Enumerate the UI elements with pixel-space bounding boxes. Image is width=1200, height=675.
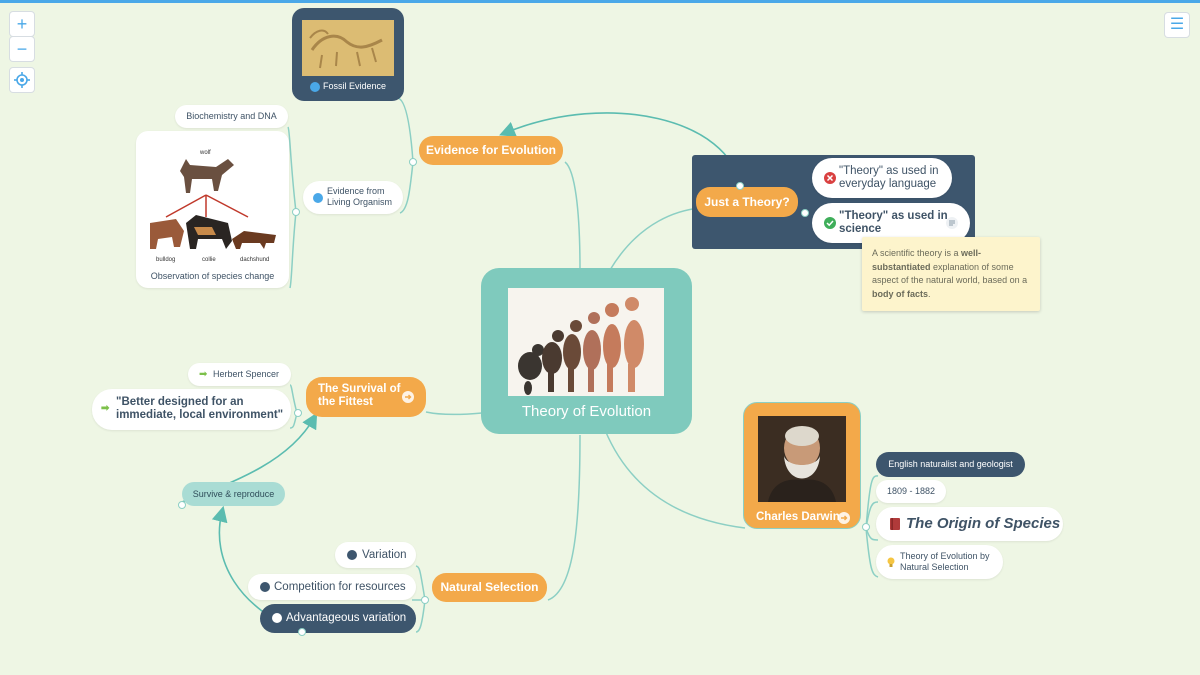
dog-label-collie: collie <box>202 257 216 263</box>
dog-label-dachshund: dachshund <box>240 257 269 263</box>
green-arrow-icon: ➡ <box>199 369 208 380</box>
green-arrow-icon: ➡ <box>101 403 110 414</box>
herbert-spencer-node[interactable]: ➡ Herbert Spencer <box>188 363 291 386</box>
arrow-right-circle-icon[interactable] <box>838 512 850 524</box>
fossil-evidence-label: Fossil Evidence <box>322 81 387 91</box>
spencer-label: Herbert Spencer <box>213 369 280 379</box>
fossil-evidence-node[interactable]: Fossil Evidence <box>292 8 404 101</box>
living-line2: Living Organism <box>327 197 393 207</box>
survive-reproduce-node[interactable]: Survive & reproduce <box>182 482 285 506</box>
observation-species-node[interactable]: wolf bulldog collie dachshund Observatio… <box>136 131 289 288</box>
theory-natural-selection-node[interactable]: Theory of Evolution by Natural Selection <box>876 545 1003 579</box>
quote-line2: immediate, local environment" <box>116 409 284 421</box>
living-line1: Evidence from <box>327 186 385 196</box>
dark-dot-icon <box>260 582 270 592</box>
evolution-march-image <box>508 288 664 396</box>
competition-label: Competition for resources <box>274 581 406 593</box>
zoom-out-button[interactable]: − <box>10 37 34 61</box>
survival-of-fittest-node[interactable]: The Survival of the Fittest <box>306 377 426 417</box>
note-text-2: explanation of some aspect of the natura… <box>872 261 1028 286</box>
quote-line1: "Better designed for an <box>116 396 244 408</box>
variation-label: Variation <box>362 549 407 561</box>
survival-line2: the Fittest <box>318 396 373 408</box>
everyday-line2: everyday language <box>839 178 937 190</box>
science-line2: science <box>839 223 882 235</box>
natural-selection-node[interactable]: Natural Selection <box>432 573 547 602</box>
dog-label-bulldog: bulldog <box>156 257 175 263</box>
lightbulb-icon <box>887 557 895 567</box>
science-note-popup: A scientific theory is a well-substantia… <box>862 237 1040 311</box>
book-icon <box>890 518 900 530</box>
theory-science-node[interactable]: "Theory" as used in science <box>812 203 970 243</box>
locate-button[interactable] <box>10 68 34 92</box>
top-accent-bar <box>0 0 1200 3</box>
competition-resources-node[interactable]: Competition for resources <box>248 574 416 600</box>
darwin-connector[interactable] <box>862 523 870 531</box>
biochemistry-dna-node[interactable]: Biochemistry and DNA <box>175 105 288 128</box>
central-topic-title: Theory of Evolution <box>521 403 652 420</box>
living-connector[interactable] <box>292 208 300 216</box>
advantageous-connector[interactable] <box>298 628 306 636</box>
charles-darwin-node[interactable]: Charles Darwin <box>743 402 861 529</box>
blue-dot-icon <box>309 81 320 92</box>
note-icon <box>946 217 958 229</box>
dog-breeds-image: wolf bulldog collie dachshund <box>150 150 276 263</box>
advantageous-variation-node[interactable]: Advantageous variation <box>260 604 416 633</box>
white-dot-icon <box>272 613 282 623</box>
book-title: The Origin of Species <box>906 515 1061 532</box>
theory-link-anchor[interactable] <box>736 182 744 190</box>
crosshair-icon <box>14 72 30 88</box>
note-text-1: A scientific theory is a <box>872 248 962 258</box>
dog-label-wolf: wolf <box>199 150 211 156</box>
blue-dot-icon <box>313 193 323 203</box>
note-bold-1: well-substantiated <box>872 248 982 272</box>
naturalist-geologist-node[interactable]: English naturalist and geologist <box>876 452 1025 477</box>
evidence-for-evolution-node[interactable]: Evidence for Evolution <box>419 136 563 165</box>
survive-connector[interactable] <box>178 501 186 509</box>
menu-button[interactable]: ☰ <box>1165 13 1189 37</box>
observation-caption: Observation of species change <box>150 271 275 281</box>
survival-connector[interactable] <box>294 409 302 417</box>
better-designed-quote-node[interactable]: ➡ "Better designed for an immediate, loc… <box>92 389 291 430</box>
tnsel-line1: Theory of Evolution by <box>900 551 990 561</box>
natural-selection-connector[interactable] <box>421 596 429 604</box>
evidence-connector[interactable] <box>409 158 417 166</box>
origin-of-species-node[interactable]: The Origin of Species <box>876 507 1063 541</box>
survival-line1: The Survival of <box>318 383 401 395</box>
advantageous-label: Advantageous variation <box>286 612 407 624</box>
variation-node[interactable]: Variation <box>335 542 416 568</box>
dark-dot-icon <box>347 550 357 560</box>
darwin-label: Charles Darwin <box>756 511 840 523</box>
arrow-right-circle-icon[interactable] <box>402 391 414 403</box>
tnsel-line2: Natural Selection <box>900 562 969 572</box>
zoom-in-button[interactable]: + <box>10 12 34 36</box>
theory-everyday-node[interactable]: "Theory" as used in everyday language <box>812 158 952 198</box>
theory-connector[interactable] <box>801 209 809 217</box>
central-topic[interactable]: Theory of Evolution <box>481 268 692 434</box>
fossil-image <box>302 20 394 76</box>
note-bold-2: body of facts <box>872 288 929 299</box>
just-a-theory-node[interactable]: Just a Theory? <box>696 187 798 217</box>
darwin-portrait-image <box>758 416 846 502</box>
everyday-line1: "Theory" as used in <box>839 165 939 177</box>
check-circle-icon <box>824 217 836 229</box>
note-text-3: . <box>928 288 931 299</box>
darwin-years-node[interactable]: 1809 - 1882 <box>876 480 946 503</box>
science-line1: "Theory" as used in <box>839 210 948 222</box>
cross-circle-icon <box>824 172 836 184</box>
evidence-living-organism-node[interactable]: Evidence from Living Organism <box>303 181 403 214</box>
